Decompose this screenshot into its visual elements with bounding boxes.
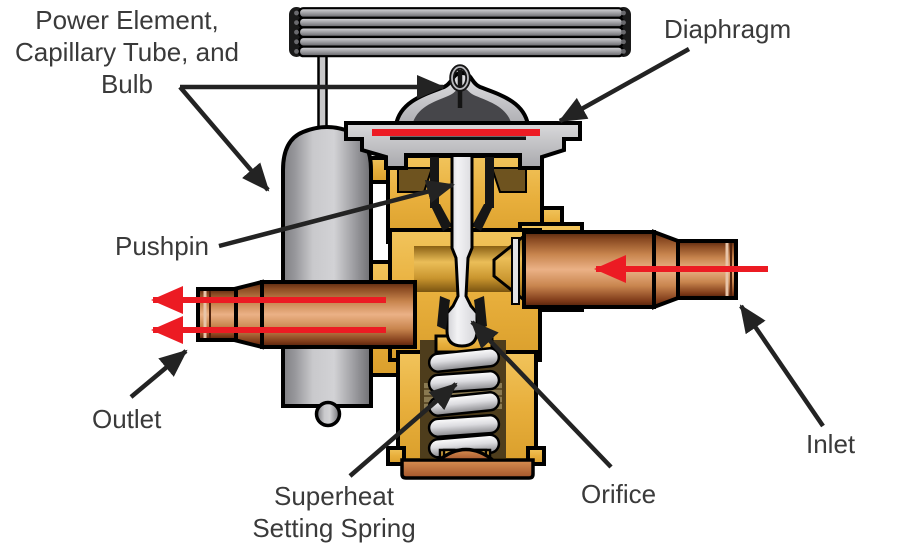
label-superheat-spring: Superheat Setting Spring xyxy=(214,480,454,544)
callout-spring-arrow xyxy=(348,382,458,478)
label-power-element: Power Element, Capillary Tube, and Bulb xyxy=(8,4,246,100)
capillary-tube xyxy=(317,48,328,134)
label-line: Power Element, xyxy=(35,5,219,35)
inlet-joint xyxy=(511,237,520,305)
label-line: Capillary Tube, and xyxy=(14,37,240,67)
callout-bulb-arrow xyxy=(178,85,270,192)
capillary-loop-highlight xyxy=(451,66,469,90)
outlet-tube xyxy=(196,279,417,350)
label-line: Superheat xyxy=(274,481,394,511)
diaphragm-housing xyxy=(344,64,582,170)
callout-outlet-arrow xyxy=(129,349,188,399)
label-line: Bulb xyxy=(100,69,154,99)
pushpin-rod xyxy=(445,148,479,348)
label-line: Setting Spring xyxy=(252,513,416,543)
callout-pushpin-arrow xyxy=(218,179,455,249)
callout-inlet-arrow xyxy=(739,304,825,428)
flange-left xyxy=(386,446,406,466)
bulb-tip xyxy=(314,400,342,428)
callout-arrows xyxy=(129,47,825,478)
flow-arrows xyxy=(151,255,768,344)
body-ports xyxy=(397,167,527,193)
capillary-coil xyxy=(289,7,631,58)
label-pushpin: Pushpin xyxy=(115,231,209,261)
callout-diaphragm-arrow xyxy=(558,47,691,123)
diaphragm-membrane xyxy=(372,129,540,136)
label-diaphragm: Diaphragm xyxy=(664,14,792,44)
bottom-cap xyxy=(400,447,535,480)
label-orifice: Orifice xyxy=(581,479,657,509)
label-inlet: Inlet xyxy=(806,429,856,459)
superheat-spring xyxy=(427,347,501,459)
callout-orifice-arrow xyxy=(470,320,613,469)
coil-tubes xyxy=(297,7,625,58)
label-outlet: Outlet xyxy=(92,404,162,434)
diaphragm-underline xyxy=(390,136,526,140)
sensing-bulb xyxy=(281,124,373,428)
coil-end-caps xyxy=(294,10,626,54)
